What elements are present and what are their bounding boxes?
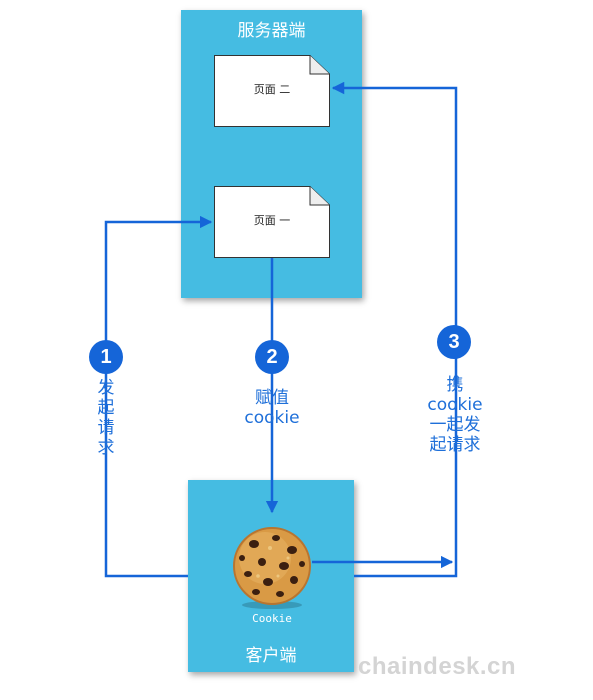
client-title: 客户端: [245, 646, 297, 666]
step-3-label: 携 cookie 一起发 起请求: [427, 375, 483, 455]
cookie-icon: [233, 527, 311, 609]
step-2-label: 赋值 cookie: [244, 388, 300, 428]
server-title: 服务器端: [237, 21, 306, 41]
step-3-badge: 3: [437, 325, 471, 359]
step-3-arrow: [331, 81, 458, 578]
watermark-text: chaindesk.cn: [358, 653, 517, 680]
step-2-badge: 2: [255, 340, 289, 374]
page-one-label: 页面 一: [253, 214, 291, 227]
cookie-label: Cookie: [252, 612, 292, 625]
step-1-arrow: [104, 215, 213, 578]
page-one-document: 页面 一: [214, 186, 330, 258]
page-two-shape: [214, 55, 330, 127]
page-two-label: 页面 二: [253, 83, 291, 96]
page-two-document: 页面 二: [214, 55, 330, 127]
step-1-label: 发 起 请 求: [97, 378, 115, 458]
step-1-badge: 1: [89, 340, 123, 374]
page-one-shape: [214, 186, 330, 258]
